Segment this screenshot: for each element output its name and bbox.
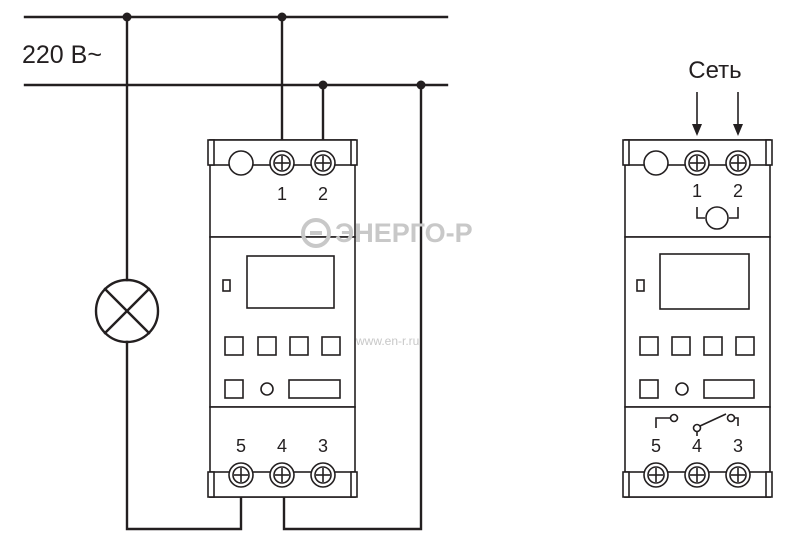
screw-terminal-5-icon: [228, 462, 254, 488]
lamp-icon: [94, 278, 160, 344]
device-button: [671, 336, 691, 356]
terminal-label: 5: [236, 436, 246, 456]
device-button: [257, 336, 277, 356]
watermark-brand: ЭНЕРГО-Р: [335, 218, 473, 248]
wire-lamp-to-terminal-5: [125, 340, 243, 531]
watermark-url: www.en-r.ru: [355, 334, 419, 348]
terminal-label: 2: [318, 184, 328, 204]
device-round-button: [260, 382, 274, 396]
input-arrows: [692, 92, 743, 136]
device-button: [639, 379, 659, 399]
indicator-led: [636, 279, 645, 292]
screw-terminal-2-icon: [725, 150, 751, 176]
screw-terminal-2-icon: [310, 150, 336, 176]
empty-terminal-icon: [228, 150, 254, 176]
device-button: [289, 336, 309, 356]
screw-terminal-4-icon: [684, 462, 710, 488]
relay-device-right: 1 2 5 4 3: [622, 139, 773, 498]
device-button: [224, 379, 244, 399]
terminal-label: 2: [733, 181, 743, 201]
wire-neutral-to-terminal-4: [282, 83, 423, 531]
device-slot: [703, 379, 755, 399]
coil-symbol-icon: [696, 206, 739, 230]
wires: [125, 15, 423, 531]
supply-voltage-label: 220 В~: [22, 41, 102, 69]
terminal-label: 4: [692, 436, 702, 456]
junction-dots: [122, 12, 426, 90]
network-label: Сеть: [688, 57, 741, 84]
device-button: [321, 336, 341, 356]
lcd-display: [246, 255, 335, 309]
screw-terminal-4-icon: [269, 462, 295, 488]
relay-contact-symbol-icon: [655, 413, 739, 436]
device-button: [703, 336, 723, 356]
terminal-label: 1: [277, 184, 287, 204]
watermark: ЭНЕРГО-Р www.en-r.ru: [301, 218, 473, 348]
screw-terminal-1-icon: [269, 150, 295, 176]
screw-terminal-5-icon: [643, 462, 669, 488]
terminal-label: 5: [651, 436, 661, 456]
terminal-label: 1: [692, 181, 702, 201]
terminal-label: 3: [733, 436, 743, 456]
relay-device-left: 1 2 5 4 3: [207, 139, 358, 498]
screw-terminal-3-icon: [310, 462, 336, 488]
screw-terminal-1-icon: [684, 150, 710, 176]
indicator-led: [222, 279, 231, 292]
supply-lines: [23, 15, 449, 87]
device-button: [639, 336, 659, 356]
device-button: [735, 336, 755, 356]
empty-terminal-icon: [643, 150, 669, 176]
screw-terminal-3-icon: [725, 462, 751, 488]
lcd-display: [659, 253, 750, 310]
device-button: [224, 336, 244, 356]
device-round-button: [675, 382, 689, 396]
terminal-label: 3: [318, 436, 328, 456]
terminal-label: 4: [277, 436, 287, 456]
device-slot: [288, 379, 341, 399]
brand-logo-icon: [301, 218, 331, 248]
